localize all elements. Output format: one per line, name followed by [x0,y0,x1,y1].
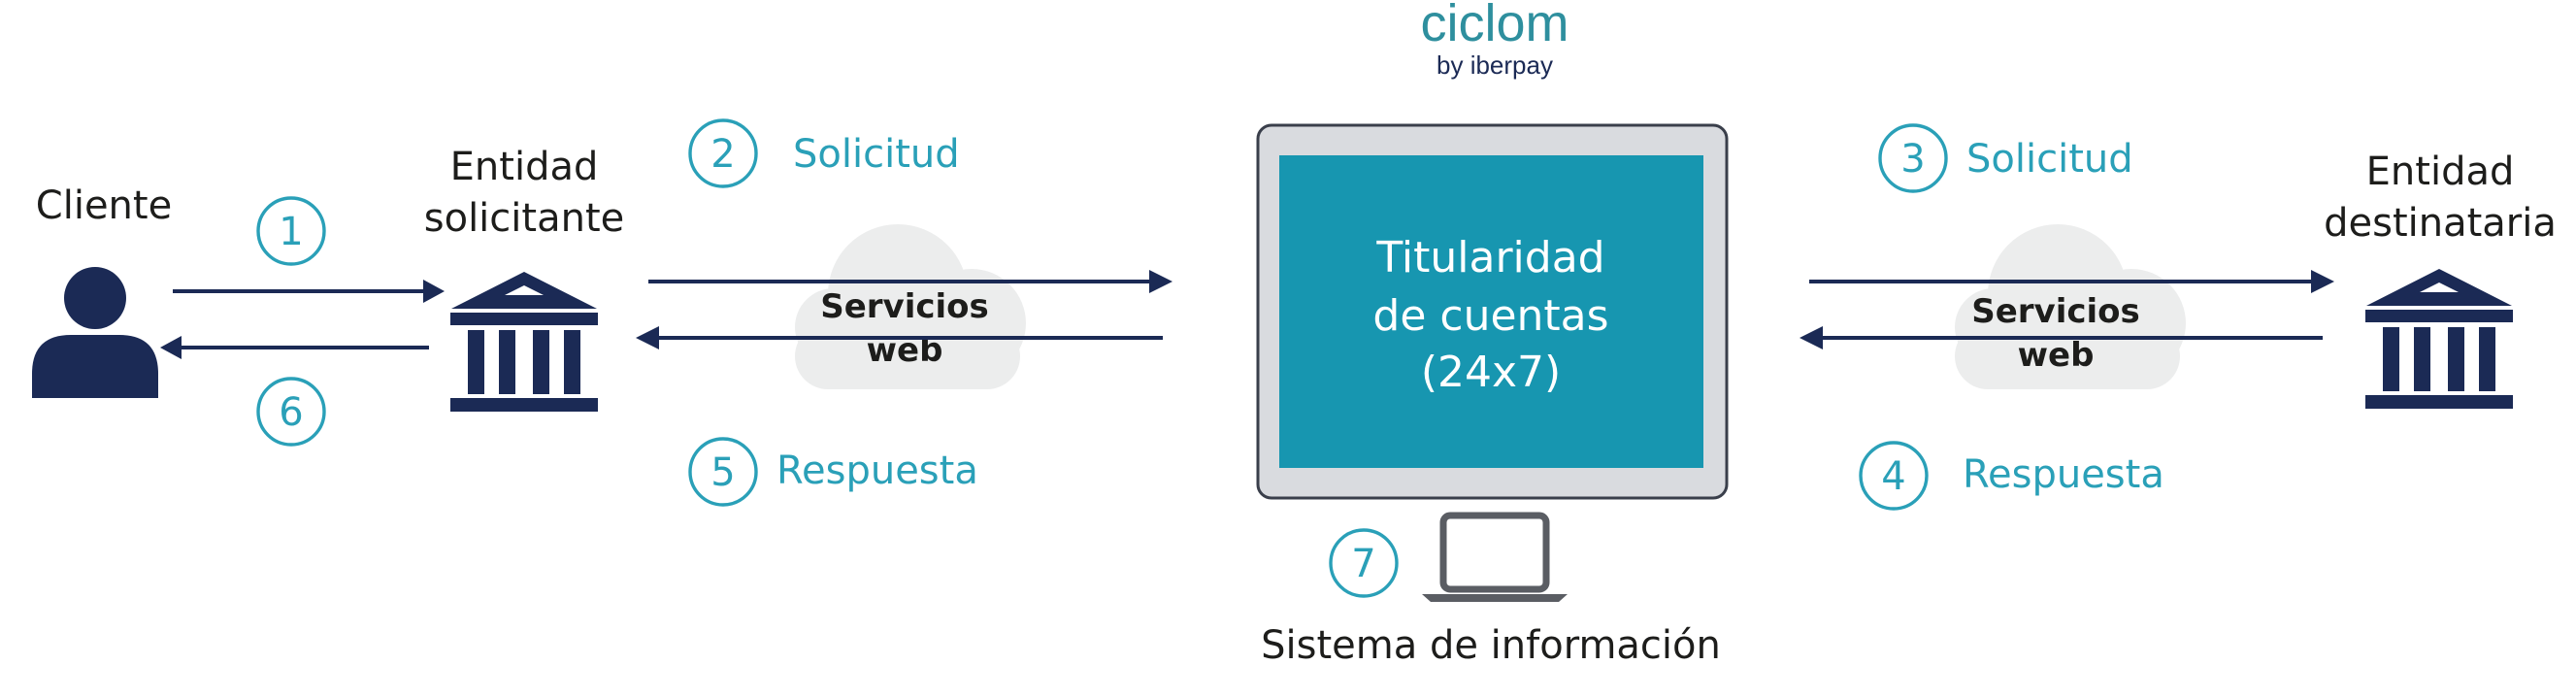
step-7-number: 7 [1351,542,1375,586]
logo-byline: by iberpay [1437,50,1553,80]
step-5-badge: 5 [688,437,758,507]
bank-icon [450,272,598,412]
ciclom-logo: ciclom by iberpay [1420,0,1569,80]
step-3-badge: 3 [1878,123,1948,193]
step-7-badge: 7 [1329,528,1399,598]
step-6-number: 6 [279,390,303,435]
step-2-badge: 2 [688,118,758,188]
step-6-badge: 6 [256,377,326,447]
monitor-text-line2: de cuentas [1372,291,1608,341]
arrow-entity-to-client [160,336,429,359]
request-right-label: Solicitud [1966,137,2133,182]
arrow-platform-to-entity [636,326,1163,349]
web-services-left-line1: Servicios [820,287,989,326]
step-1-number: 1 [279,210,303,254]
arrow-platform-to-destination [1809,270,2334,293]
user-icon [32,267,158,398]
destination-entity-label-line2: destinataria [2324,201,2557,246]
response-right-label: Respuesta [1963,452,2164,497]
laptop-icon [1422,512,1568,602]
monitor-icon [1256,123,1729,500]
request-left-label: Solicitud [793,132,960,177]
monitor-text-line3: (24x7) [1421,348,1561,397]
step-3-number: 3 [1900,137,1925,182]
arrow-client-to-entity [173,280,445,303]
arrow-destination-to-platform [1800,326,2323,349]
step-2-number: 2 [710,132,735,177]
requesting-entity-label-line1: Entidad [450,145,599,189]
arrow-entity-to-platform [648,270,1172,293]
client-label: Cliente [36,183,172,228]
web-services-right-line1: Servicios [1971,292,2140,331]
monitor-text-line1: Titularidad [1375,233,1604,283]
web-services-right-line2: web [2018,336,2095,375]
bank-icon [2365,269,2513,409]
step-5-number: 5 [710,450,735,495]
step-1-badge: 1 [256,196,326,266]
response-left-label: Respuesta [776,449,978,493]
requesting-entity-label-line2: solicitante [424,196,624,241]
step-4-badge: 4 [1859,441,1929,511]
info-system-label: Sistema de información [1261,623,1721,668]
destination-entity-label-line1: Entidad [2366,150,2515,194]
step-4-number: 4 [1881,454,1905,499]
logo-brand: ciclom [1420,0,1569,52]
